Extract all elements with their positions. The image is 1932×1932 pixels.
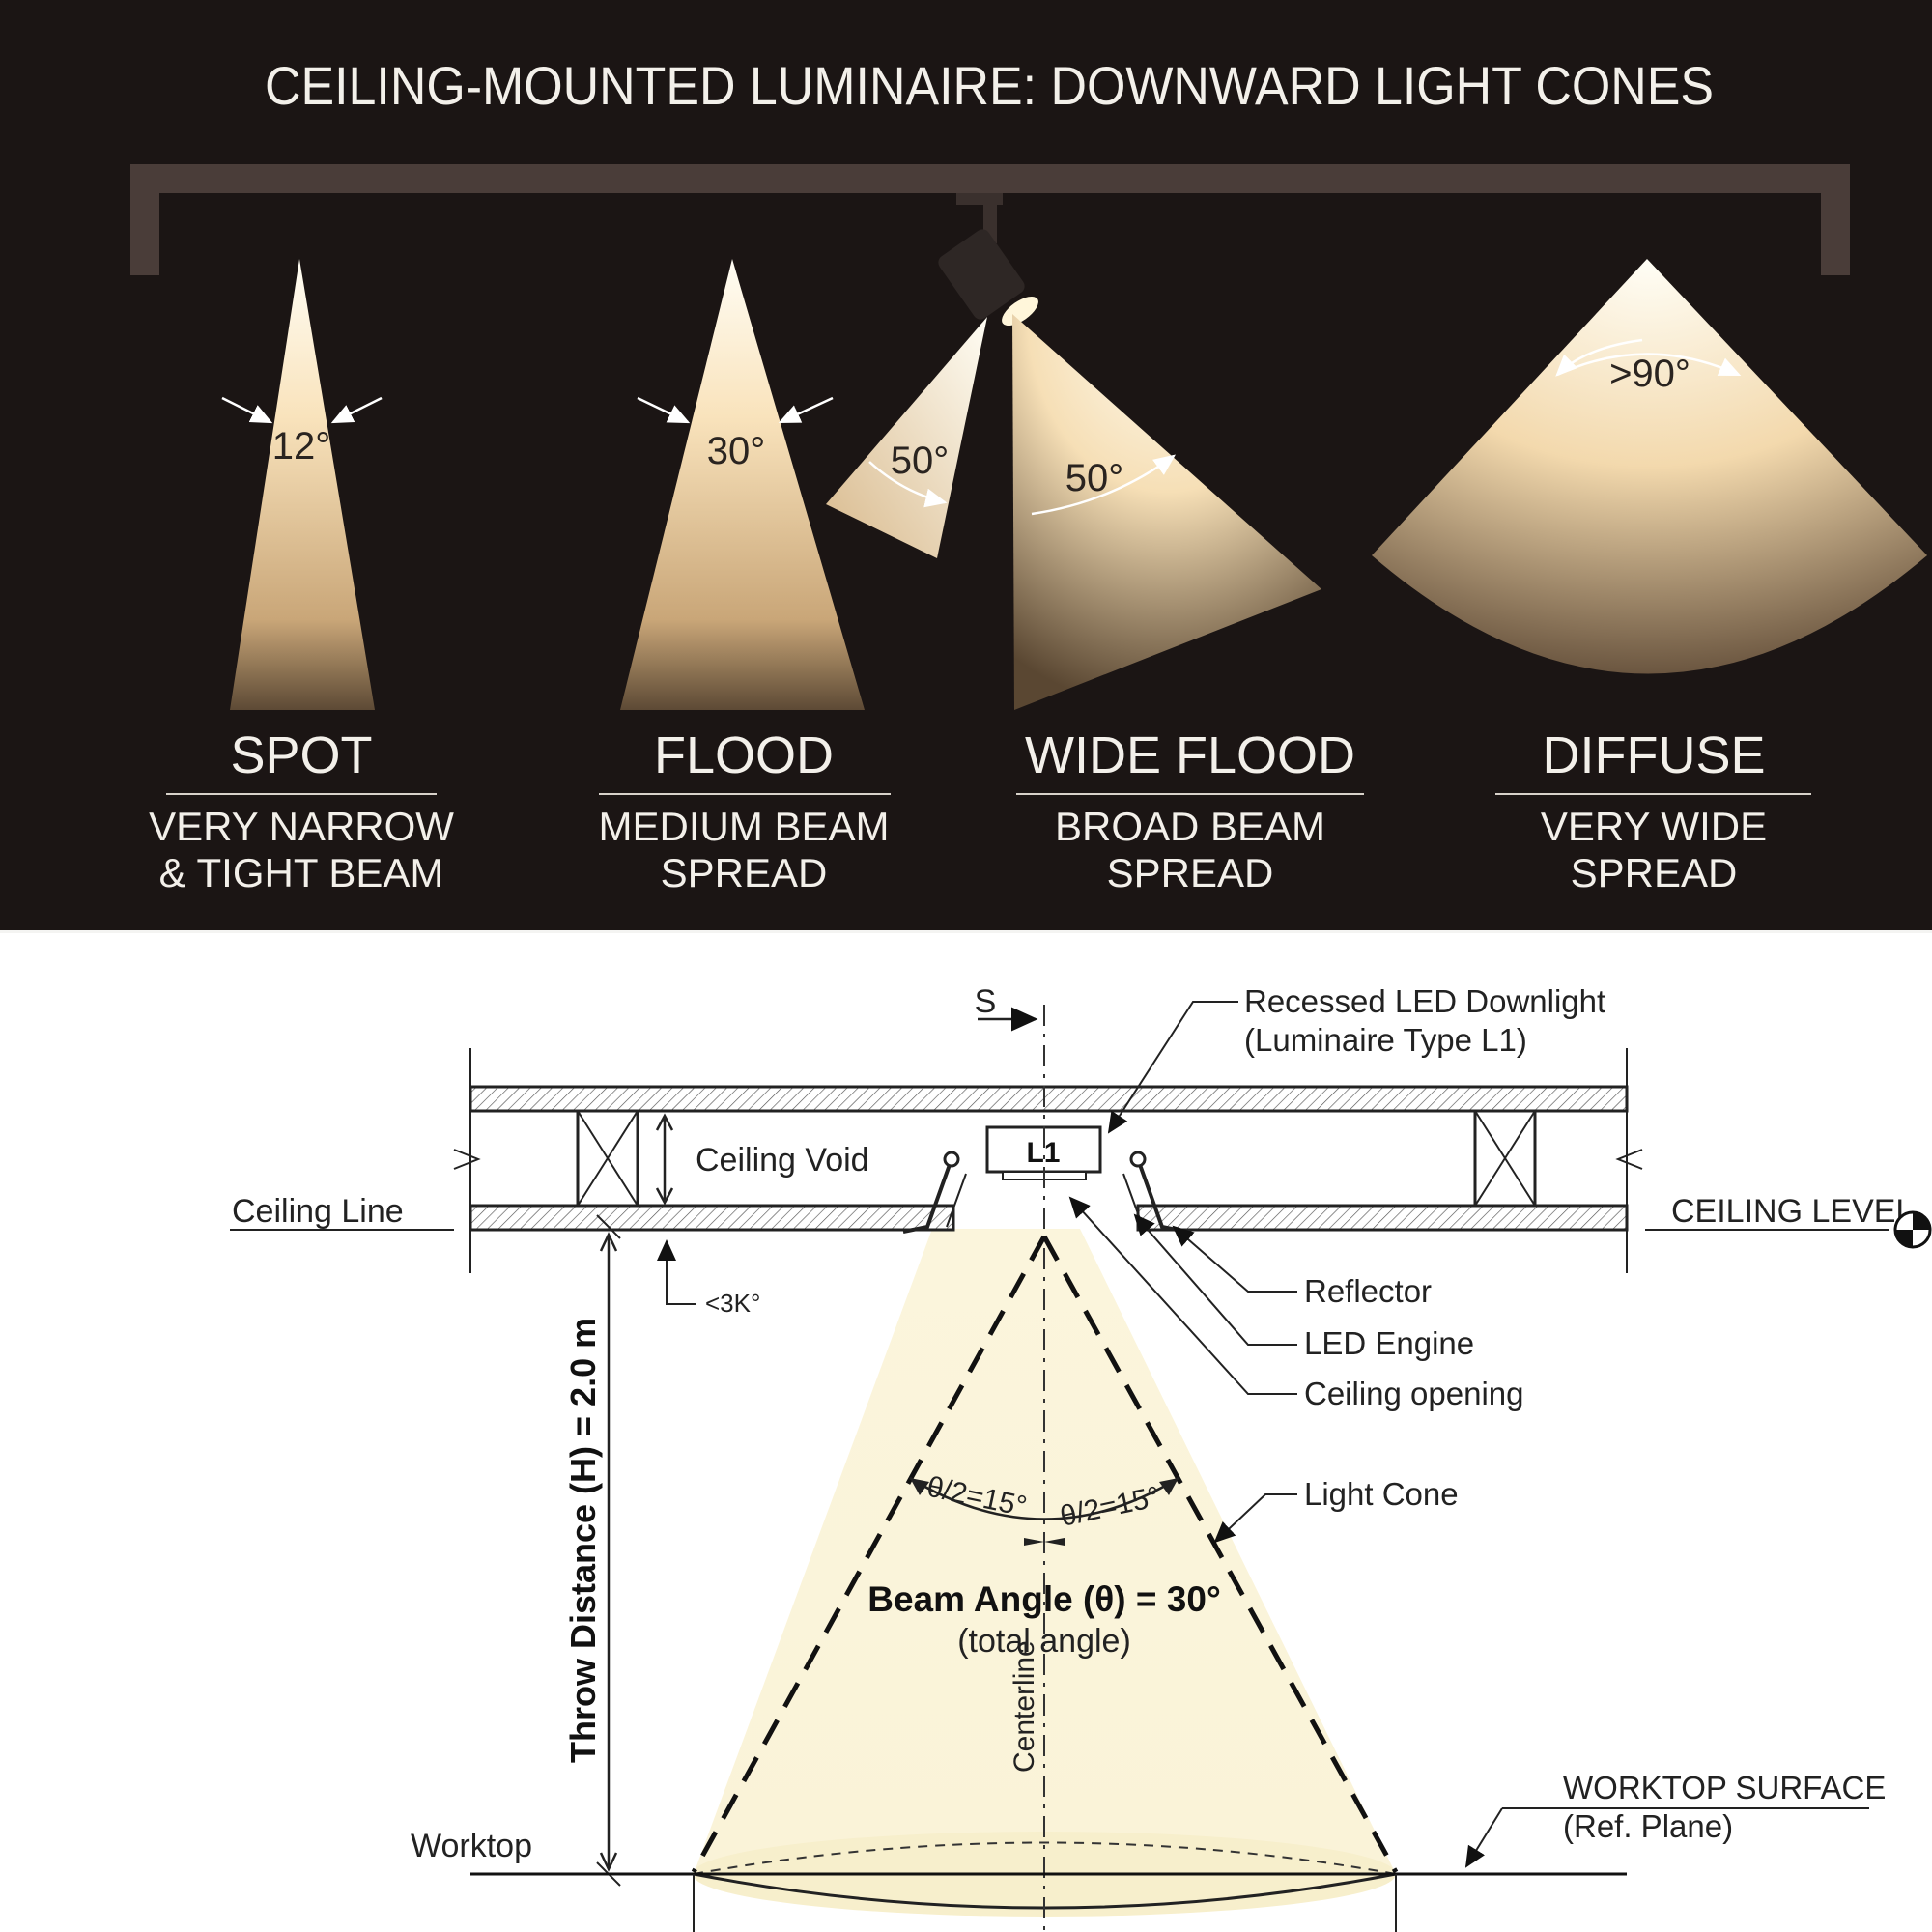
beam-edge-left [691, 1235, 1047, 1874]
lower-ceiling-board-left [469, 1204, 955, 1232]
ceiling-track [130, 164, 1850, 275]
small-angle-leader [666, 1299, 696, 1305]
track-spotlight-icon [938, 193, 1038, 327]
worktop-surface-leader [1464, 1807, 1503, 1868]
light-cone-leader [1213, 1493, 1297, 1544]
light-cone-label: Light Cone [1304, 1476, 1459, 1512]
diffuse-name: DIFFUSE [1542, 726, 1765, 784]
flood-angle-label: 30° [707, 430, 766, 472]
wide-flood-name: WIDE FLOOD [1025, 726, 1355, 784]
worktop-surface-label: WORKTOP SURFACE [1563, 1770, 1886, 1805]
downlight-callout-line1: Recessed LED Downlight [1244, 983, 1605, 1019]
spot-angle-label: 12° [272, 425, 331, 468]
diffuse-desc-line2: SPREAD [1571, 850, 1738, 895]
flood-desc-line1: MEDIUM BEAM [598, 804, 889, 849]
wide-flood-angle-label-left: 50° [891, 440, 950, 482]
flood-cone: 30° [620, 259, 865, 710]
reflector-label: Reflector [1304, 1273, 1432, 1309]
ceiling-void-label: Ceiling Void [696, 1142, 869, 1179]
led-engine-label: LED Engine [1304, 1325, 1474, 1361]
lower-ceiling-board-right [1136, 1204, 1629, 1232]
reflector-leader [1172, 1225, 1297, 1293]
flood-desc-line2: SPREAD [661, 850, 828, 895]
ceiling-opening-leader [1068, 1196, 1297, 1395]
centerline-label: Centerline [1009, 1640, 1040, 1773]
joist-left [576, 1109, 639, 1208]
spot-desc-line2: & TIGHT BEAM [159, 850, 444, 895]
spot-desc-line1: VERY NARROW [149, 804, 454, 849]
ceiling-level-label: CEILING LEVEL [1671, 1193, 1914, 1230]
downlight-callout-leader [1107, 1001, 1238, 1134]
top-panel: CEILING-MOUNTED LUMINAIRE: DOWNWARD LIGH… [0, 0, 1932, 930]
worktop-label: Worktop [411, 1828, 532, 1864]
level-datum-icon [1893, 1210, 1932, 1249]
upper-slab [469, 1085, 1629, 1113]
led-engine-leader [1133, 1213, 1297, 1346]
diffuse-angle-label: >90° [1609, 353, 1690, 395]
panel-title: CEILING-MOUNTED LUMINAIRE: DOWNWARD LIGH… [265, 55, 1714, 116]
break-mark-right [1615, 1149, 1643, 1170]
diffuse-cone: >90° [1372, 259, 1927, 674]
ceiling-line-label: Ceiling Line [232, 1193, 404, 1230]
break-mark-left [453, 1149, 481, 1170]
worktop-pool-back-edge [693, 1841, 1397, 1875]
beam-angle-note: (total angle) [957, 1623, 1131, 1660]
downlight-callout-line2: (Luminaire Type L1) [1244, 1022, 1527, 1058]
beam-edge-right [1041, 1235, 1399, 1874]
beam-angle-label: Beam Angle (θ) = 30° [867, 1579, 1221, 1619]
diffuse-desc-line1: VERY WIDE [1541, 804, 1767, 849]
spot-name: SPOT [230, 726, 372, 784]
wide-flood-angle-label-right: 50° [1065, 457, 1124, 499]
small-angle-label: <3K° [705, 1289, 760, 1318]
ceiling-opening-label: Ceiling opening [1304, 1376, 1524, 1411]
spot-cone: 12° [221, 259, 383, 710]
worktop-surface-ref: (Ref. Plane) [1563, 1808, 1733, 1844]
cone-labels: SPOT VERY NARROW & TIGHT BEAM FLOOD MEDI… [149, 726, 1811, 895]
joist-right [1473, 1109, 1537, 1208]
wide-flood-desc-line2: SPREAD [1107, 850, 1274, 895]
section-drawing: Ceiling Void L1 Centerline S θ/2=15° [0, 933, 1932, 1932]
section-mark: S [975, 983, 997, 1020]
throw-distance-label: Throw Distance (H) = 2.0 m [563, 1318, 603, 1763]
wide-flood-desc-line1: BROAD BEAM [1055, 804, 1325, 849]
wide-flood-cone: 50° 50° [826, 314, 1321, 710]
half-angle-arc [909, 1476, 1179, 1520]
flood-name: FLOOD [654, 726, 834, 784]
